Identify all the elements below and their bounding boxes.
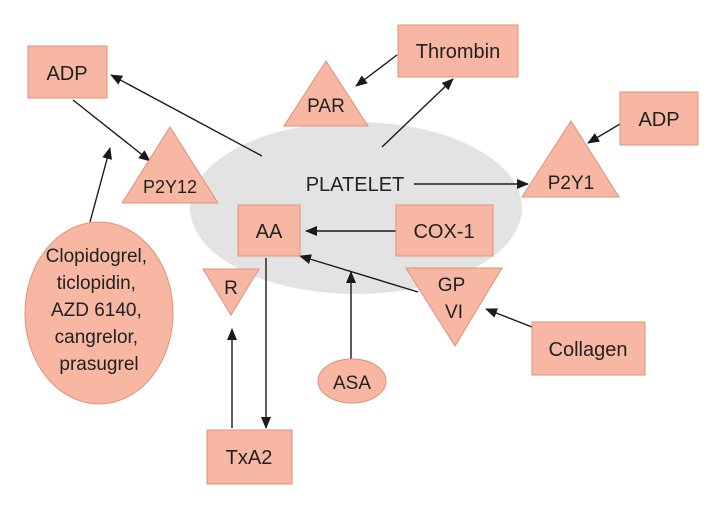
drug-line-4: cangrelor,	[55, 327, 138, 348]
node-cox1: COX-1	[395, 204, 494, 257]
r-label: R	[224, 278, 238, 299]
node-gpvi: GP VI	[405, 267, 503, 347]
edge-platelet-to-adp	[110, 74, 263, 157]
node-par: PAR	[283, 60, 369, 127]
node-p2y1: P2Y1	[521, 120, 620, 198]
asa-label: ASA	[333, 373, 371, 394]
edge-platelet-to-thrombin	[381, 78, 454, 148]
node-drugs: Clopidogrel, ticlopidin, AZD 6140, cangr…	[24, 221, 174, 405]
drug-line-3: AZD 6140,	[51, 300, 142, 321]
node-adp-left: ADP	[27, 45, 108, 99]
gpvi-line-2: VI	[445, 302, 463, 323]
adp-left-label: ADP	[46, 63, 87, 85]
drug-line-1: Clopidogrel,	[46, 246, 147, 267]
node-asa: ASA	[317, 358, 387, 404]
drug-line-2: ticlopidin,	[57, 273, 136, 294]
edge-gpvi-to-aa	[299, 254, 419, 293]
edge-collagen-to-gpvi	[485, 308, 533, 328]
par-label: PAR	[307, 96, 345, 117]
node-p2y12: P2Y12	[121, 126, 219, 204]
node-r: R	[202, 268, 260, 316]
node-thrombin: Thrombin	[397, 24, 519, 78]
gpvi-label: GP VI	[438, 275, 470, 323]
edge-adp-to-p2y1	[587, 123, 621, 144]
gpvi-line-1: GP	[438, 275, 465, 296]
drug-line-5: prasugrel	[59, 354, 138, 375]
txa2-label: TxA2	[226, 447, 273, 469]
cox1-label: COX-1	[413, 221, 474, 243]
node-adp-right: ADP	[619, 91, 699, 146]
aa-label: AA	[256, 221, 283, 243]
drugs-label: Clopidogrel, ticlopidin, AZD 6140, cangr…	[46, 246, 153, 375]
platelet-label: PLATELET	[306, 174, 405, 196]
edge-adp-to-p2y12	[72, 99, 151, 162]
collagen-label: Collagen	[549, 339, 628, 361]
edge-thrombin-to-par	[355, 54, 398, 87]
edges	[72, 54, 621, 429]
node-aa: AA	[237, 204, 301, 257]
p2y1-label: P2Y1	[548, 173, 594, 194]
p2y12-label: P2Y12	[143, 177, 197, 197]
edge-drugs-to-p2y12	[89, 147, 112, 223]
node-collagen: Collagen	[531, 321, 646, 376]
adp-right-label: ADP	[638, 109, 679, 131]
thrombin-label: Thrombin	[416, 41, 500, 63]
node-txa2: TxA2	[206, 429, 293, 485]
